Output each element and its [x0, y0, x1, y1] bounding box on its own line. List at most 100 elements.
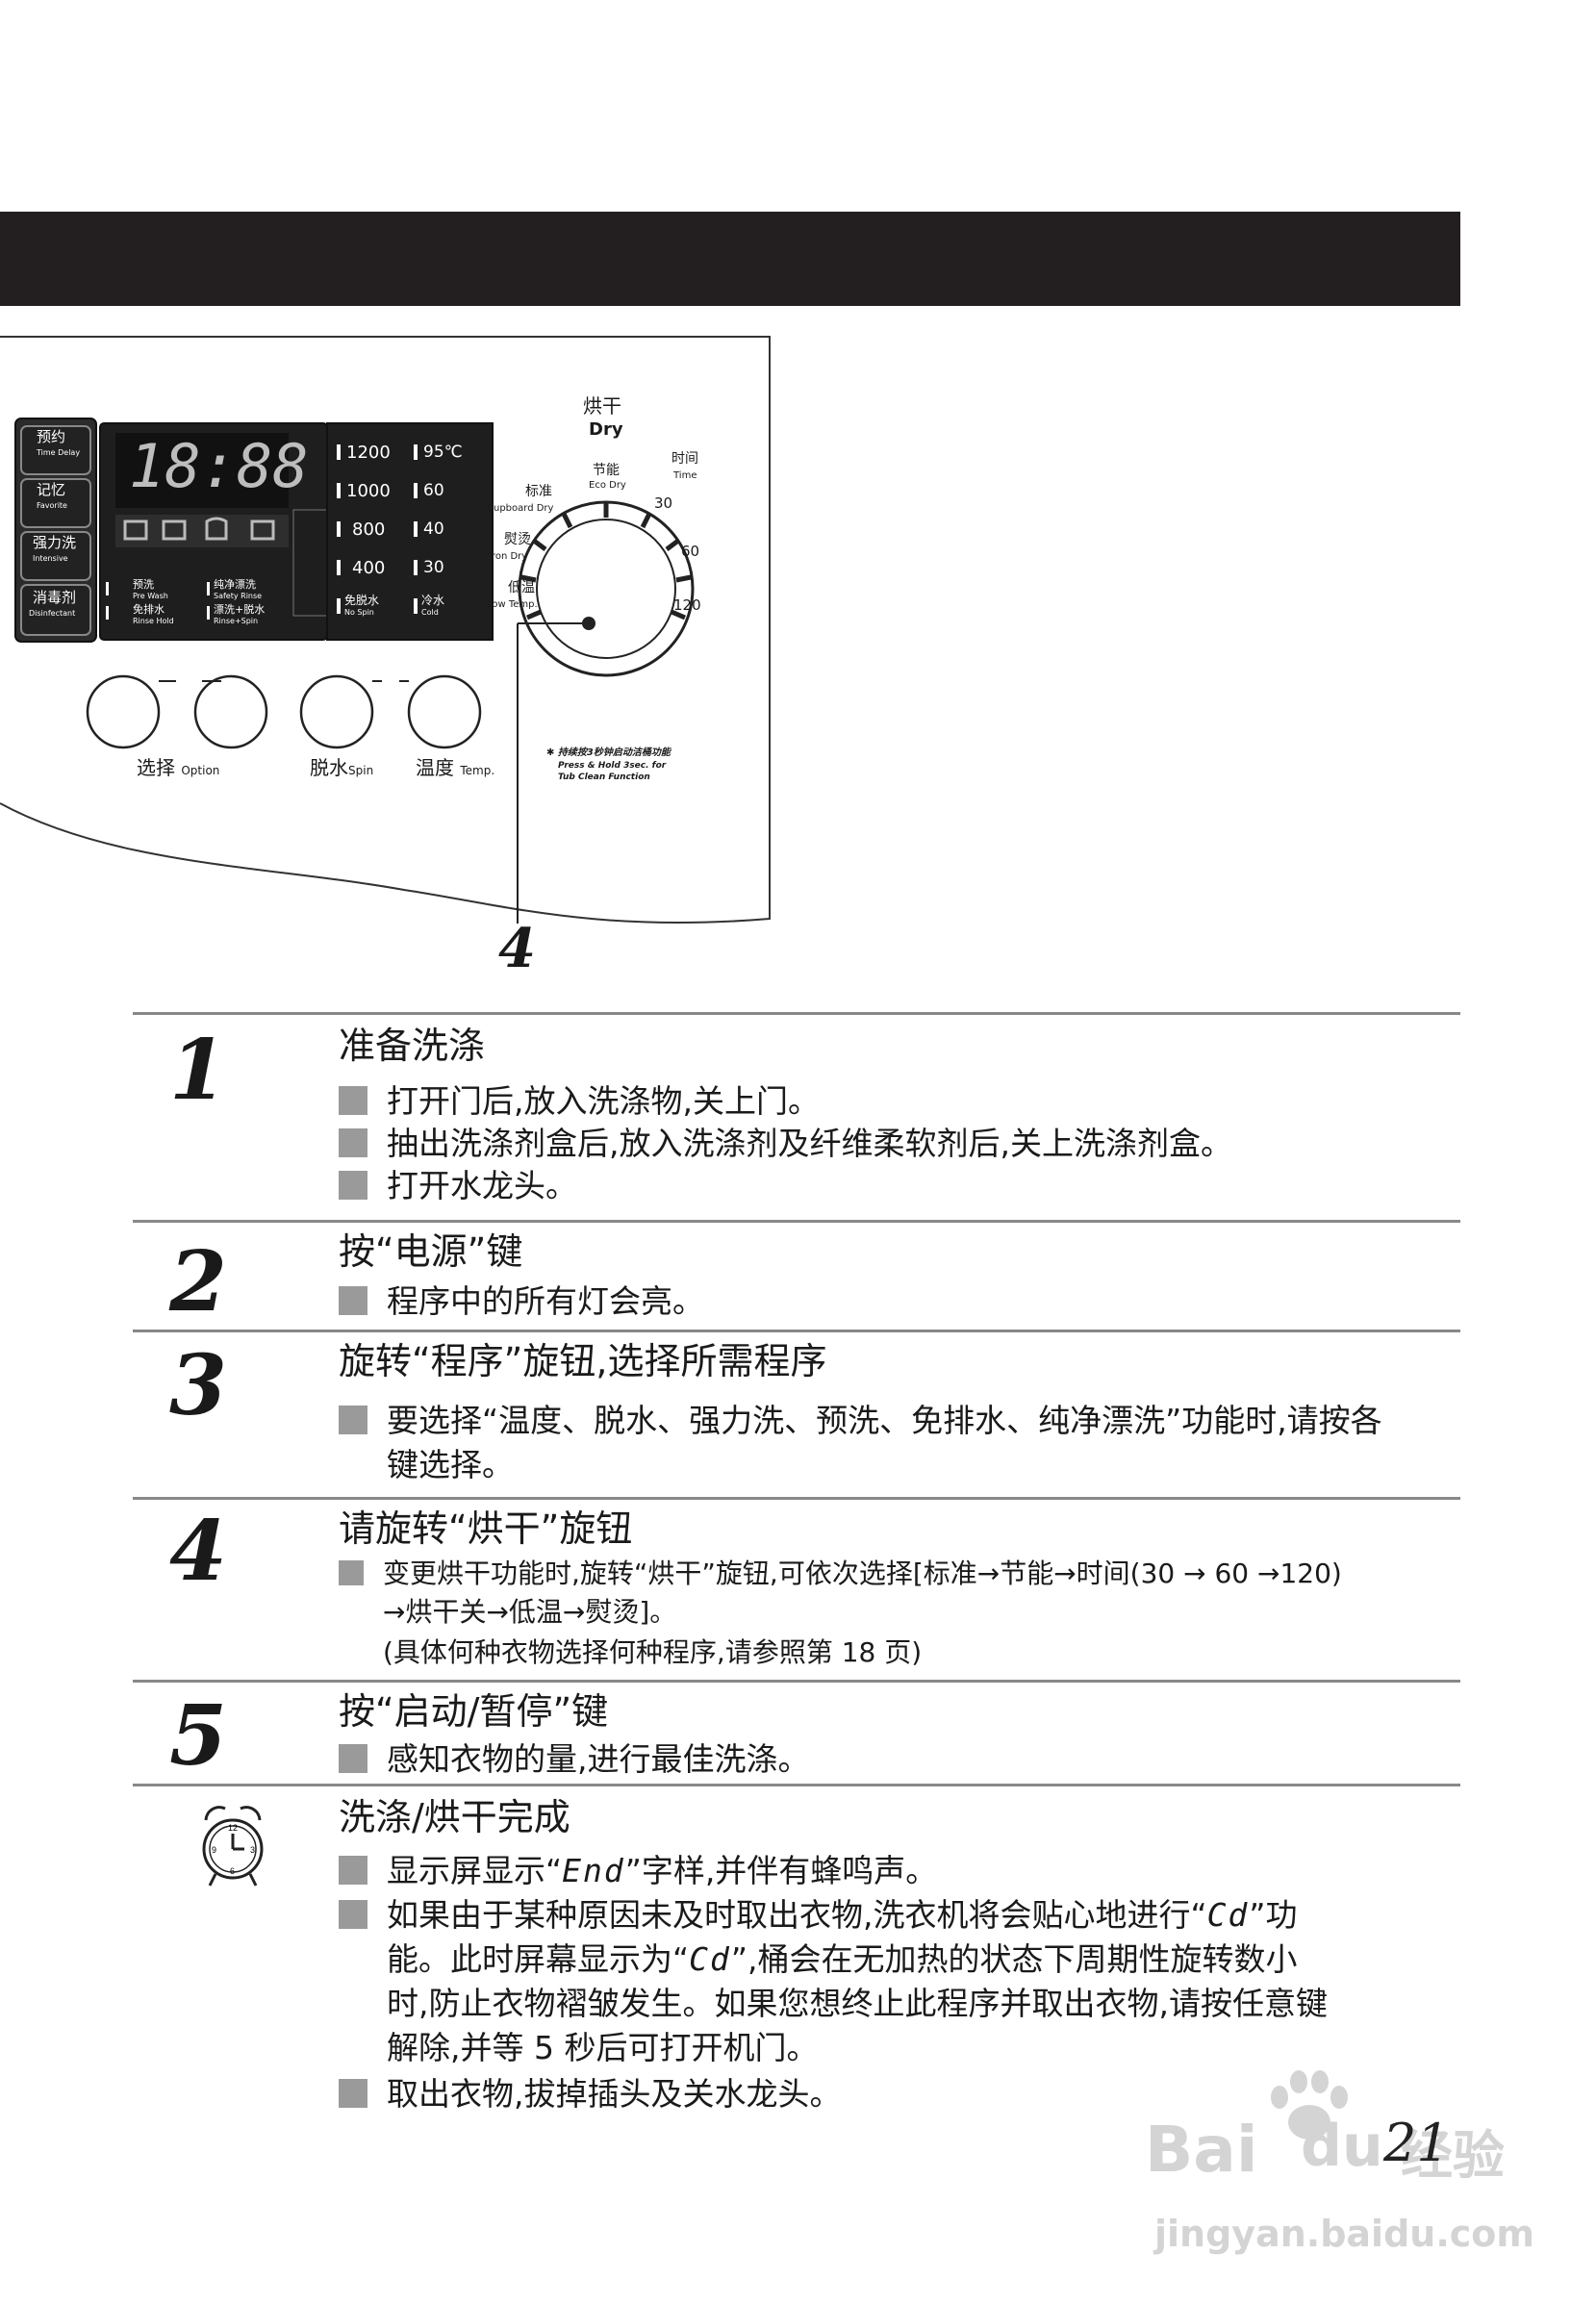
no-spin-label: 免脱水: [344, 594, 380, 607]
step-line-continued: →烘干关→低温→熨烫]。: [383, 1596, 677, 1628]
step-divider: [133, 1680, 1460, 1683]
tub-clean-note-en1: Press & Hold 3sec. for: [558, 761, 667, 771]
spin-1200: 1200: [346, 443, 391, 463]
cold-sub: Cold: [421, 608, 439, 617]
header-bar: [0, 212, 1460, 306]
bullet-square-icon: [339, 1171, 367, 1200]
segment-display-text: End: [562, 1852, 625, 1889]
temp-60: 60: [423, 481, 444, 500]
page-number: 21: [1383, 2113, 1450, 2173]
bullet-square-icon: [339, 2079, 367, 2108]
rinse-spin-label: 漂洗+脱水: [214, 603, 266, 616]
bullet-square-icon: [339, 1900, 367, 1929]
dial-30: 30: [654, 494, 673, 512]
dial-120: 120: [673, 596, 701, 614]
bullet-square-icon: [339, 1406, 367, 1434]
temp-40: 40: [423, 519, 444, 539]
step-number: 2: [169, 1233, 227, 1330]
step-title: 洗涤/烘干完成: [339, 1796, 570, 1838]
eco-dry-en: Eco Dry: [589, 480, 626, 491]
time-cn: 时间: [671, 451, 698, 467]
svg-text:3: 3: [250, 1845, 255, 1855]
temp-30: 30: [423, 558, 444, 577]
step-line-continued: 能。此时屏幕显示为“Cd”,桶会在无加热的状态下周期性旋转数小: [387, 1940, 1298, 1978]
bullet-square-icon: [339, 1286, 367, 1315]
alarm-clock-icon: 12 3 6 9: [202, 1806, 264, 1887]
intensive-button-sub: Intensive: [33, 554, 68, 563]
step-note: (具体何种衣物选择何种程序,请参照第 18 页): [383, 1636, 923, 1668]
step-line-continued: 键选择。: [387, 1446, 514, 1483]
no-spin-sub: No Spin: [344, 608, 374, 617]
option-button-label[interactable]: 选择 Option: [137, 756, 220, 779]
dry-title-cn: 烘干: [583, 394, 621, 418]
eco-dry-cn: 节能: [593, 463, 620, 478]
step-title: 旋转“程序”旋钮,选择所需程序: [339, 1340, 827, 1382]
paw-icon: [1271, 2070, 1348, 2140]
svg-text:9: 9: [212, 1845, 216, 1855]
low-temp-en: Low Temp.: [487, 599, 538, 610]
callout-number: 4: [498, 917, 536, 980]
step-line: 打开门后,放入洗涤物,关上门。: [339, 1085, 820, 1117]
time-delay-button-sub: Time Delay: [37, 448, 81, 457]
rinse-hold-sub: Rinse Hold: [133, 617, 174, 625]
bullet-square-icon: [339, 1128, 367, 1157]
rinse-hold-label: 免排水: [133, 603, 165, 616]
safety-rinse-label: 纯净漂洗: [214, 578, 256, 591]
spin-1000: 1000: [346, 481, 391, 501]
spin-400: 400: [352, 558, 386, 578]
time-en: Time: [673, 470, 697, 481]
step-number: 5: [169, 1687, 227, 1785]
step-title: 请旋转“烘干”旋钮: [339, 1507, 633, 1550]
step-line: 要选择“温度、脱水、强力洗、预洗、免排水、纯净漂洗”功能时,请按各: [339, 1405, 1382, 1436]
cupboard-dry-en: Cupboard Dry: [487, 503, 554, 514]
step-line: 取出衣物,拔掉插头及关水龙头。: [339, 2078, 842, 2110]
prewash-label: 预洗: [133, 578, 154, 591]
step-line: 如果由于某种原因未及时取出衣物,洗衣机将会贴心地进行“Cd”功: [339, 1899, 1297, 1931]
intensive-button-label[interactable]: 强力洗: [33, 534, 77, 551]
step-divider: [133, 1012, 1460, 1015]
step-line: 显示屏显示“End”字样,并伴有蜂鸣声。: [339, 1855, 937, 1887]
favorite-button-sub: Favorite: [37, 501, 67, 510]
svg-text:12: 12: [228, 1823, 238, 1833]
step-line: 打开水龙头。: [339, 1170, 577, 1202]
safety-rinse-sub: Safety Rinse: [214, 592, 263, 600]
step-divider: [133, 1330, 1460, 1332]
step-divider: [133, 1220, 1460, 1223]
svg-text:6: 6: [230, 1866, 235, 1876]
step-number: 4: [169, 1503, 227, 1600]
watermark-brand: Bai: [1145, 2113, 1258, 2187]
disinfectant-button-label[interactable]: 消毒剂: [33, 589, 77, 606]
step-divider: [133, 1497, 1460, 1500]
bullet-square-icon: [339, 1856, 367, 1885]
segment-display-text: Cd: [689, 1940, 731, 1978]
segment-display-text: Cd: [1206, 1896, 1250, 1934]
temp-button-label[interactable]: 温度 Temp.: [416, 756, 495, 779]
favorite-button-label[interactable]: 记忆: [37, 481, 66, 498]
step-line: 程序中的所有灯会亮。: [339, 1285, 704, 1317]
prewash-sub: Pre Wash: [133, 592, 168, 600]
step-line-continued: 解除,并等 5 秒后可打开机门。: [387, 2029, 819, 2066]
step-line: 抽出洗涤剂盒后,放入洗涤剂及纤维柔软剂后,关上洗涤剂盒。: [339, 1127, 1232, 1159]
watermark-url: jingyan.baidu.com: [1154, 2213, 1534, 2255]
low-temp-cn: 低温: [508, 580, 535, 595]
dial-60: 60: [681, 543, 700, 560]
tub-clean-note-cn: ✱ 持续按3秒钟启动洁桶功能: [546, 747, 671, 758]
step-title: 准备洗涤: [339, 1025, 486, 1067]
spin-800: 800: [352, 519, 386, 540]
dry-title-en: Dry: [589, 419, 623, 440]
spin-button-label[interactable]: 脱水Spin: [310, 756, 374, 779]
display-digits: 18:88: [129, 431, 309, 501]
cupboard-dry-cn: 标准: [525, 484, 552, 499]
temp-95: 95℃: [423, 443, 463, 462]
step-number: 1: [169, 1022, 227, 1119]
step-number: 3: [169, 1337, 227, 1434]
disinfectant-button-sub: Disinfectant: [29, 609, 76, 618]
step-line: 变更烘干功能时,旋转“烘干”旋钮,可依次选择[标准→节能→时间(30 → 60 …: [339, 1560, 1342, 1587]
step-title: 按“电源”键: [339, 1230, 523, 1273]
time-delay-button-label[interactable]: 预约: [37, 428, 66, 445]
control-panel-labels: 预约 Time Delay 记忆 Favorite 强力洗 Intensive …: [0, 327, 789, 981]
iron-dry-cn: 熨烫: [504, 532, 531, 547]
control-panel-illustration: [0, 336, 771, 925]
iron-dry-en: Iron Dry: [489, 551, 528, 562]
bullet-square-icon: [339, 1560, 364, 1585]
